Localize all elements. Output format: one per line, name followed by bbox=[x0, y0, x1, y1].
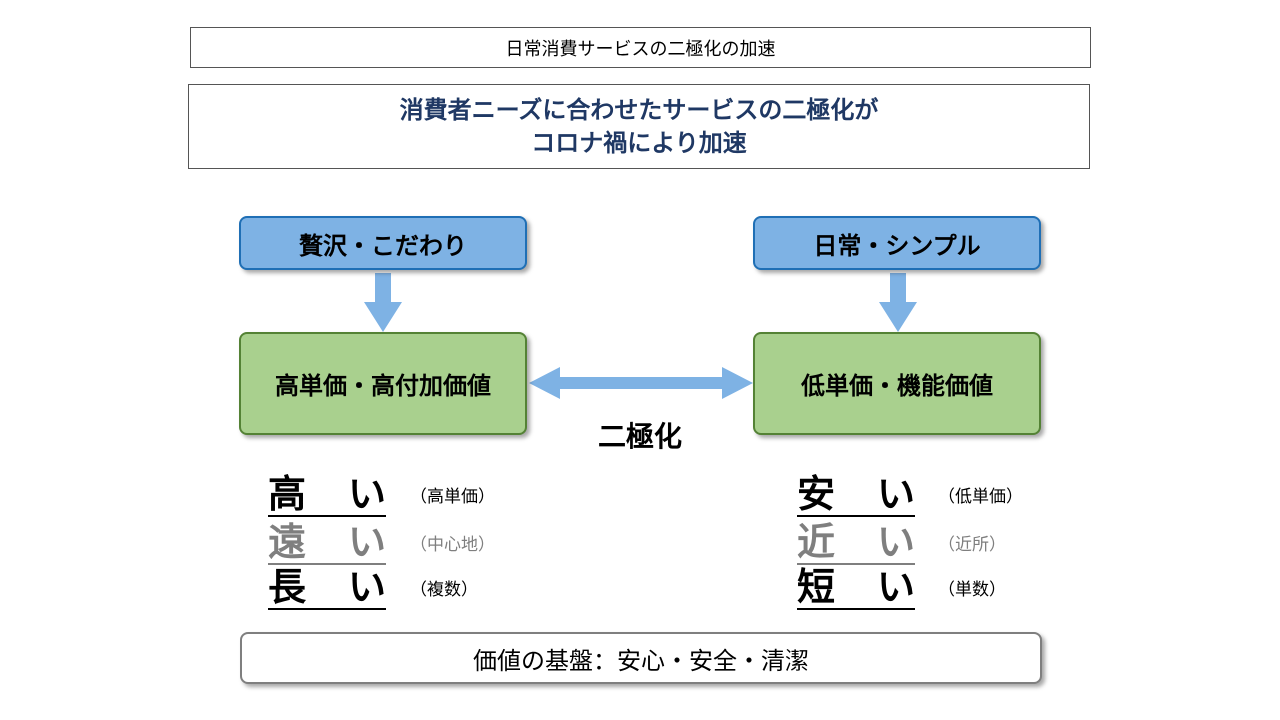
right-word-1-kanji: 安 bbox=[797, 472, 836, 516]
polarization-label: 二極化 bbox=[597, 420, 682, 453]
right-word-3: 短 い bbox=[797, 564, 915, 610]
daily-label: 日常・シンプル bbox=[813, 231, 981, 260]
left-word-3-kana: い bbox=[347, 565, 386, 609]
header-title: 日常消費サービスの二極化の加速 bbox=[505, 38, 776, 60]
right-word-2: 近 い bbox=[797, 519, 915, 565]
left-down-arrow bbox=[364, 273, 402, 332]
right-word-3-kana: い bbox=[876, 565, 915, 609]
right-word-1-note: （低単価） bbox=[938, 487, 1023, 507]
left-word-1-note: （高単価） bbox=[410, 487, 495, 507]
left-word-1: 高 い bbox=[268, 471, 386, 517]
headline-line-2: コロナ禍により加速 bbox=[531, 128, 747, 157]
polarization-double-arrow bbox=[529, 367, 753, 399]
right-word-3-kanji: 短 bbox=[797, 565, 836, 609]
daily-box: 日常・シンプル bbox=[753, 216, 1041, 270]
high-value-label: 高単価・高付加価値 bbox=[275, 372, 491, 400]
right-down-arrow bbox=[879, 273, 917, 332]
right-word-2-kanji: 近 bbox=[797, 520, 836, 564]
right-word-2-note: （近所） bbox=[938, 535, 1006, 555]
left-word-1-kana: い bbox=[347, 472, 386, 516]
headline-box: 消費者ニーズに合わせたサービスの二極化が コロナ禍により加速 bbox=[188, 84, 1090, 169]
right-word-1: 安 い bbox=[797, 471, 915, 517]
headline-line-1: 消費者ニーズに合わせたサービスの二極化が bbox=[399, 95, 879, 124]
left-word-3-kanji: 長 bbox=[268, 565, 307, 609]
header-title-box: 日常消費サービスの二極化の加速 bbox=[190, 27, 1091, 68]
right-word-2-kana: い bbox=[876, 520, 915, 564]
value-foundation-box: 価値の基盤：安心・安全・清潔 bbox=[240, 632, 1042, 684]
high-value-box: 高単価・高付加価値 bbox=[239, 332, 527, 435]
left-word-2-kanji: 遠 bbox=[268, 520, 307, 564]
left-word-2: 遠 い bbox=[268, 519, 386, 565]
luxury-label: 贅沢・こだわり bbox=[299, 231, 467, 260]
left-word-3-note: （複数） bbox=[410, 580, 478, 600]
low-value-label: 低単価・機能価値 bbox=[801, 372, 993, 400]
right-word-3-note: （単数） bbox=[938, 580, 1006, 600]
left-word-3: 長 い bbox=[268, 564, 386, 610]
left-word-1-kanji: 高 bbox=[268, 472, 307, 516]
left-word-2-note: （中心地） bbox=[410, 535, 495, 555]
left-word-2-kana: い bbox=[347, 520, 386, 564]
luxury-box: 贅沢・こだわり bbox=[239, 216, 527, 270]
right-word-1-kana: い bbox=[876, 472, 915, 516]
low-value-box: 低単価・機能価値 bbox=[753, 332, 1041, 435]
value-foundation-label: 価値の基盤：安心・安全・清潔 bbox=[473, 646, 809, 675]
